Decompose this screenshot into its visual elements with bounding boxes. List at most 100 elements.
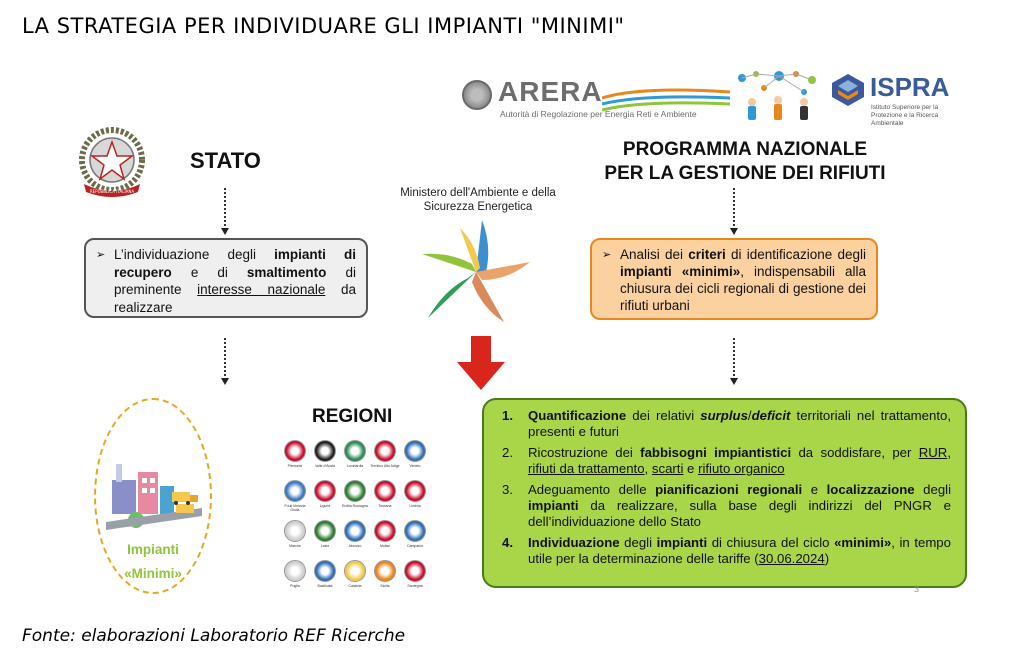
source-note: Fonte: elaborazioni Laboratorio REF Rice… <box>22 626 406 646</box>
step-text: degli <box>914 482 952 497</box>
bullet-arrow-icon: ➢ <box>96 249 106 261</box>
step-number: 3. <box>502 482 513 497</box>
step-text: rifiuto organico <box>698 461 785 476</box>
region-crest-icon <box>284 480 306 502</box>
step-text: , <box>947 445 951 460</box>
pngr-bold: impianti «minimi» <box>620 264 741 279</box>
step-text: impianti <box>528 498 579 513</box>
region-name: Lazio <box>320 544 330 548</box>
stato-bold: smaltimento <box>246 264 327 280</box>
region-crest-icon <box>284 520 306 542</box>
region-crest-icon <box>374 520 396 542</box>
region-name: Molise <box>379 544 391 548</box>
step-text: da soddisfare, per <box>791 445 919 460</box>
pngr-text: di identificazione degli <box>725 247 866 262</box>
region-name: Sicilia <box>380 584 390 588</box>
bullet-arrow-icon: ➢ <box>602 249 612 261</box>
step-text: Adeguamento delle <box>528 482 656 497</box>
step-text: deficit <box>751 408 791 423</box>
step-item: 4.Individuazione degli impianti di chius… <box>498 535 951 567</box>
emblem-ribbon-text: REPUBBLICA ITALIANA <box>90 189 135 194</box>
step-text: e <box>683 461 699 476</box>
region-crest-icon <box>344 440 366 462</box>
stato-bold: impianti di recupero <box>114 247 356 280</box>
step-text: 30.06.2024 <box>758 551 825 566</box>
pngr-heading-line2: PER LA GESTIONE DEI RIFIUTI <box>604 163 886 184</box>
impianti-oval <box>94 398 212 594</box>
region-name: Marche <box>289 544 301 548</box>
region-name: Friuli Venezia Giulia <box>284 504 306 512</box>
step-item: 1.Quantificazione dei relativi surplus/d… <box>498 408 951 440</box>
italian-republic-emblem-icon: REPUBBLICA ITALIANA <box>79 127 145 197</box>
step-text: rifiuti da trattamento <box>528 461 645 476</box>
region-crest-icon <box>374 560 396 582</box>
step-text: localizzazione <box>826 482 915 497</box>
region-crest-icon <box>314 520 336 542</box>
region-name: Veneto <box>409 464 421 468</box>
impianti-line2: «Minimi» <box>124 566 182 581</box>
step-text: surplus <box>700 408 748 423</box>
ispra-mark-icon <box>832 74 864 106</box>
pngr-heading-line1: PROGRAMMA NAZIONALE <box>622 139 868 160</box>
region-name: Campania <box>407 544 423 548</box>
people-network-icon <box>738 71 816 120</box>
stato-text: di preminente <box>114 264 356 298</box>
stato-text: L’individuazione degli <box>114 247 275 262</box>
pngr-box: ➢ Analisi dei criteri di identificazione… <box>590 238 878 320</box>
region-name: Valle d'Aosta <box>314 464 336 468</box>
steps-box: 1.Quantificazione dei relativi surplus/d… <box>482 398 967 588</box>
region-name: Lombardia <box>346 464 364 468</box>
arrow-tip <box>730 378 738 385</box>
connector-stato-bottom <box>224 338 226 380</box>
ministry-pinwheel-icon <box>422 220 530 322</box>
step-text: , <box>644 461 652 476</box>
pngr-text: Analisi dei <box>620 247 689 262</box>
step-text: e <box>802 482 827 497</box>
region-name: Piemonte <box>287 464 303 468</box>
stato-text: e di <box>171 264 247 280</box>
red-down-arrow-icon <box>457 336 505 390</box>
step-text: , in tempo utile per la determinazione d… <box>528 535 951 566</box>
stato-box: ➢ L’individuazione degli impianti di rec… <box>84 238 368 318</box>
region-name: Puglia <box>290 584 300 588</box>
step-text: impianti <box>656 535 708 550</box>
region-name: Umbria <box>409 504 421 508</box>
region-crest-icon <box>314 440 336 462</box>
step-number: 2. <box>502 445 513 460</box>
step-text: Ricostruzione dei <box>528 445 641 460</box>
step-text: territoriali nel trattamento, presenti e… <box>528 408 952 439</box>
connector-pngr-bottom <box>733 338 735 380</box>
impianti-minimi-label: Impianti «Minimi» <box>104 538 202 586</box>
ispra-logo: ISPRA Istituto Superiore per la Protezio… <box>830 70 960 127</box>
step-text: fabbisogni impiantistici <box>640 445 792 460</box>
region-crest-icon <box>374 480 396 502</box>
step-text: / <box>747 408 752 423</box>
page-title: LA STRATEGIA PER INDIVIDUARE GLI IMPIANT… <box>22 14 625 38</box>
step-text: dei relativi <box>626 408 701 423</box>
region-crest-icon <box>374 440 396 462</box>
region-crest-icon <box>404 520 426 542</box>
pngr-text: , indispensabili alla chiusura dei cicli… <box>620 264 866 313</box>
step-text: pianificazioni regionali <box>655 482 803 497</box>
region-name: Abruzzo <box>348 544 362 548</box>
connector-pngr-top <box>733 188 735 230</box>
step-number: 1. <box>502 408 513 423</box>
region-crest-icon <box>404 560 426 582</box>
region-name: Liguria <box>319 504 331 508</box>
step-text: di chiusura del ciclo <box>707 535 835 550</box>
plant-illustration-icon <box>106 464 202 530</box>
ispra-name: ISPRA <box>870 72 950 102</box>
arrow-tip <box>730 228 738 235</box>
connector-stato-top <box>224 188 226 230</box>
region-crest-icon <box>404 440 426 462</box>
step-text: degli <box>619 535 657 550</box>
arera-waves-icon <box>602 88 731 112</box>
region-crest-icon <box>314 480 336 502</box>
step-text: scarti <box>651 461 684 476</box>
arrow-tip <box>221 378 229 385</box>
pngr-bold: criteri <box>688 247 726 262</box>
arrow-tip <box>221 228 229 235</box>
step-text: «minimi» <box>834 535 892 550</box>
step-text: RUR <box>918 445 948 460</box>
